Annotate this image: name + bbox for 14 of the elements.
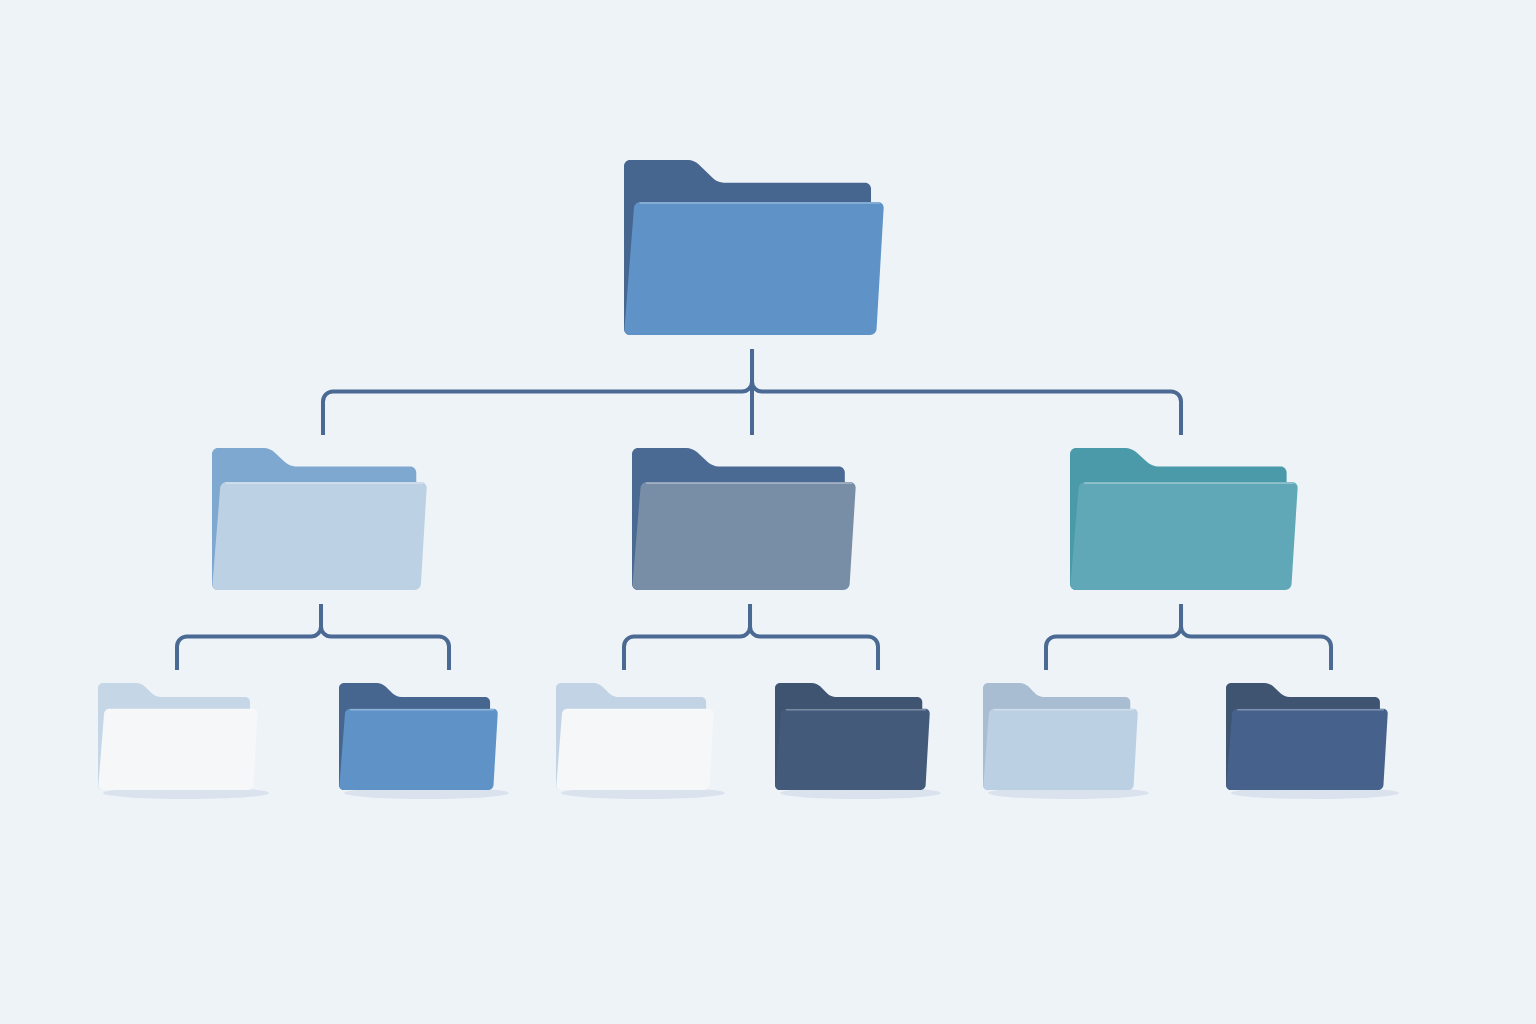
folder	[1226, 683, 1399, 799]
folder	[624, 160, 884, 335]
connector-line	[319, 604, 451, 670]
connector-line	[748, 604, 880, 670]
folder	[98, 683, 269, 799]
folder	[1070, 448, 1298, 590]
folder	[775, 683, 941, 799]
connector-line	[1179, 604, 1333, 670]
folder	[212, 448, 427, 590]
folder	[632, 448, 856, 590]
connector-line	[750, 349, 1183, 435]
folder	[556, 683, 725, 799]
folder	[983, 683, 1149, 799]
folder	[339, 683, 509, 799]
